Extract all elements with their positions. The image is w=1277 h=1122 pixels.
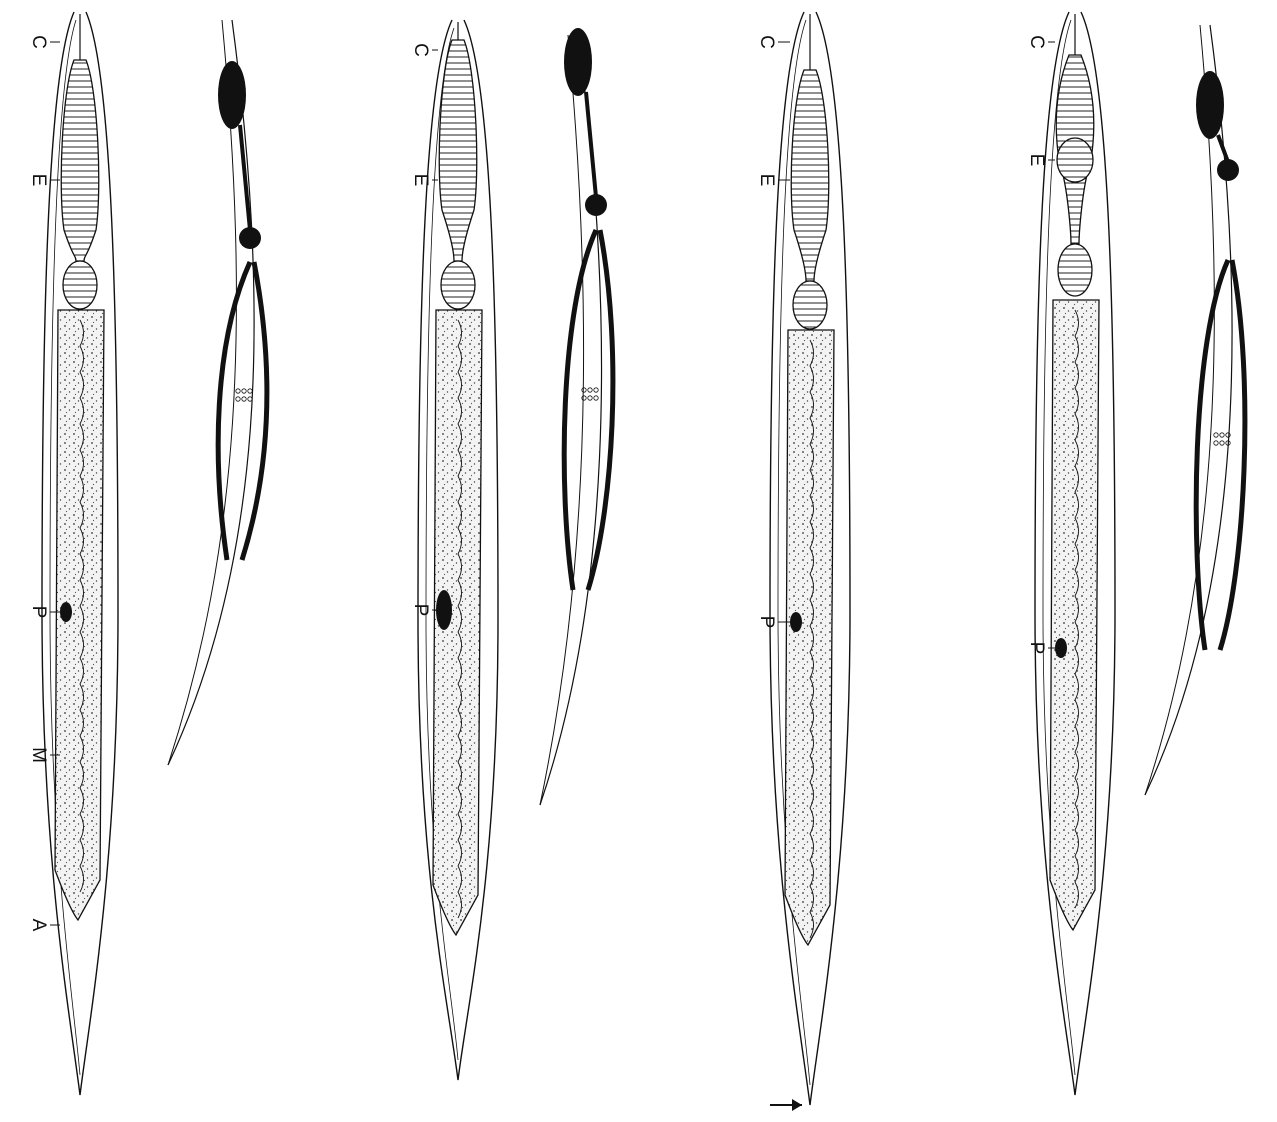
egg-cell — [1220, 441, 1224, 445]
egg-cell — [582, 388, 586, 392]
egg-cell — [588, 396, 592, 400]
basal-bulb — [1058, 244, 1092, 296]
repro-knot — [585, 194, 607, 216]
egg-cell — [1226, 433, 1230, 437]
repro-swelling — [218, 61, 246, 129]
label-layer: C E P M A C E P C E P C E P — [28, 35, 1055, 1111]
repro-drawing-4 — [1145, 25, 1245, 795]
intestine — [1050, 300, 1099, 930]
label-p: P — [410, 604, 431, 617]
label-p: P — [756, 616, 777, 629]
egg-cell — [242, 397, 246, 401]
egg-cell — [1214, 441, 1218, 445]
repro-duct — [586, 92, 596, 197]
egg-cell — [1214, 433, 1218, 437]
label-m: M — [28, 747, 49, 763]
egg-cell — [236, 397, 240, 401]
egg-cell — [588, 388, 592, 392]
egg-cell — [248, 389, 252, 393]
tail-arrow-head — [792, 1099, 802, 1111]
repro-loop — [1196, 260, 1245, 650]
pharynx-corpus — [439, 40, 477, 261]
specimen-4 — [1035, 12, 1115, 1095]
repro-swelling — [1196, 71, 1224, 139]
egg-cell — [236, 389, 240, 393]
egg-cell — [594, 396, 598, 400]
repro-inner-outline — [168, 20, 236, 765]
basal-bulb — [441, 261, 475, 309]
label-p: P — [28, 606, 49, 619]
label-c: C — [756, 35, 777, 49]
repro-drawing-1 — [168, 20, 267, 765]
specimen-3 — [770, 12, 850, 1105]
repro-inner-outline — [1145, 25, 1214, 795]
intestine — [785, 330, 834, 945]
label-a: A — [28, 919, 49, 932]
label-c: C — [1026, 35, 1047, 49]
egg-cell — [1220, 433, 1224, 437]
specimen-1 — [42, 12, 118, 1095]
label-p: P — [1026, 642, 1047, 655]
egg-cell — [248, 397, 252, 401]
repro-loop — [564, 230, 613, 590]
label-e: E — [756, 174, 777, 187]
repro-knot — [239, 227, 261, 249]
repro-inner-outline — [540, 35, 584, 805]
egg-cell — [582, 396, 586, 400]
repro-drawing-2 — [540, 28, 613, 805]
pharynx-corpus — [791, 70, 829, 281]
repro-swelling — [564, 28, 592, 96]
p-mark — [60, 602, 72, 622]
label-c: C — [410, 43, 431, 57]
basal-bulb — [793, 281, 827, 329]
label-e: E — [1026, 154, 1047, 167]
p-mark — [1055, 638, 1067, 658]
egg-cell — [594, 388, 598, 392]
p-mark — [436, 590, 452, 630]
pharynx-corpus — [61, 60, 99, 261]
median-bulb — [1057, 138, 1093, 182]
repro-loop — [218, 262, 267, 560]
label-c: C — [28, 35, 49, 49]
p-mark — [790, 612, 802, 632]
basal-bulb — [63, 261, 97, 309]
label-e: E — [28, 174, 49, 187]
repro-knot — [1217, 159, 1239, 181]
egg-cell — [242, 389, 246, 393]
label-e: E — [410, 174, 431, 187]
